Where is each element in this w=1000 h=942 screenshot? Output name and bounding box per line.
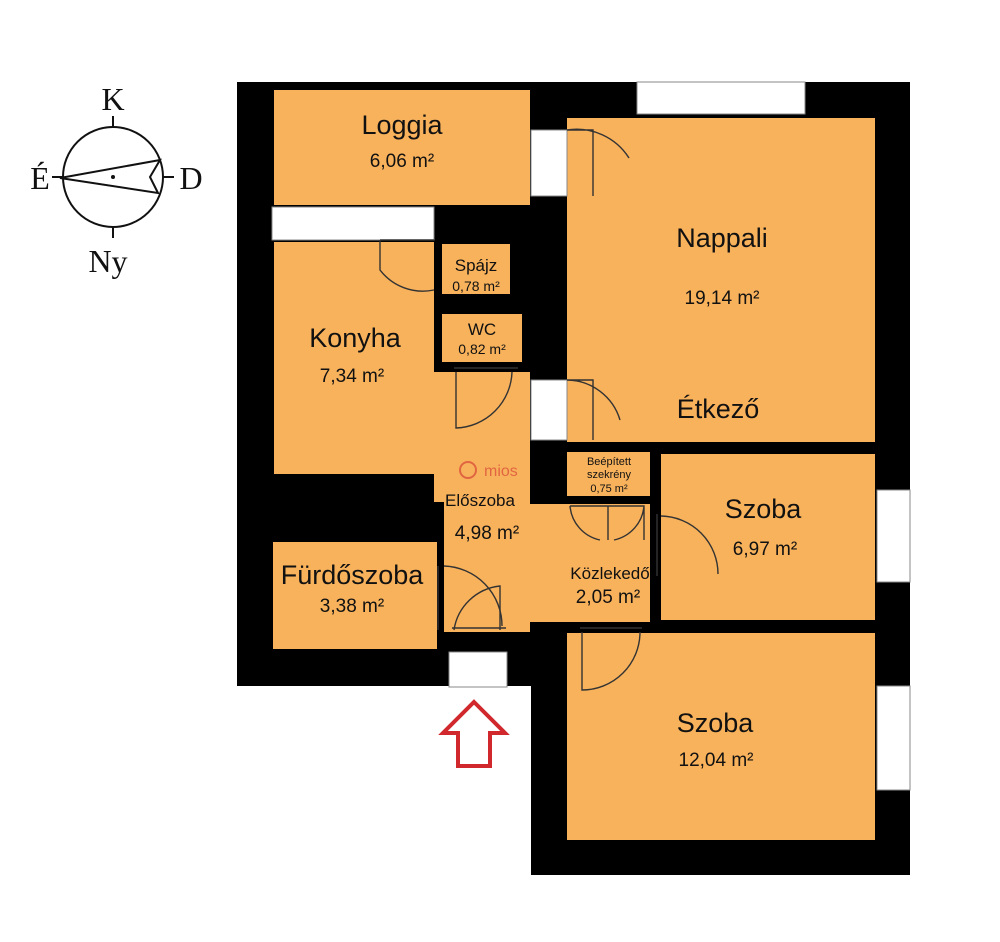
room-kozlekedo bbox=[530, 504, 650, 622]
window-szoba-1 bbox=[876, 489, 911, 583]
door-etkezo bbox=[566, 379, 621, 440]
compass-east: D bbox=[179, 160, 202, 196]
room-nappali bbox=[567, 118, 875, 442]
nappali-area: 19,14 m² bbox=[685, 288, 760, 309]
konyha-name: Konyha bbox=[309, 323, 402, 353]
kozlekedo-name: Közlekedő bbox=[570, 564, 649, 583]
compass-west: É bbox=[30, 160, 50, 196]
loggia-area: 6,06 m² bbox=[370, 151, 434, 172]
watermark-logo-icon bbox=[459, 461, 477, 479]
wc-name: WC bbox=[468, 320, 496, 339]
room-loggia bbox=[274, 90, 530, 205]
compass-needle-icon bbox=[59, 158, 162, 195]
room-beepitett bbox=[567, 452, 650, 496]
door-szoba-1 bbox=[656, 514, 719, 576]
furdoszoba-name: Fürdőszoba bbox=[281, 560, 425, 590]
room-labels: Loggia 6,06 m² Nappali 19,14 m² Étkező S… bbox=[281, 110, 803, 771]
door-beepitett bbox=[569, 505, 645, 541]
watermark: mios bbox=[459, 461, 518, 480]
entrance-arrow-icon bbox=[438, 699, 510, 768]
kozlekedo-area: 2,05 m² bbox=[576, 587, 640, 608]
spajz-area: 0,78 m² bbox=[452, 278, 500, 294]
eloszoba-name: Előszoba bbox=[445, 491, 515, 510]
spajz-name: Spájz bbox=[455, 256, 498, 275]
door-entrance bbox=[452, 585, 506, 631]
windows bbox=[271, 81, 911, 791]
szoba-1-area: 6,97 m² bbox=[733, 539, 797, 560]
door-furdoszoba bbox=[437, 565, 503, 630]
beepitett-name-2: szekrény bbox=[587, 469, 632, 481]
room-wc bbox=[442, 314, 522, 362]
compass-south: Ny bbox=[88, 243, 127, 279]
rooms bbox=[273, 90, 875, 840]
window-loggia bbox=[271, 206, 435, 241]
door-szoba-2 bbox=[580, 627, 642, 691]
entrance-threshold bbox=[448, 651, 508, 688]
window-loggia-door bbox=[530, 129, 568, 197]
etkezo-name: Étkező bbox=[677, 394, 760, 424]
furdoszoba-area: 3,38 m² bbox=[320, 596, 384, 617]
compass-north: K bbox=[101, 81, 124, 117]
window-nappali bbox=[636, 81, 806, 115]
door-loggia bbox=[566, 128, 630, 196]
szoba-1-name: Szoba bbox=[725, 494, 803, 524]
window-etkezo-door bbox=[530, 379, 568, 441]
szoba-2-name: Szoba bbox=[677, 708, 755, 738]
window-szoba-2 bbox=[876, 685, 911, 791]
loggia-name: Loggia bbox=[361, 110, 443, 140]
door-konyha bbox=[379, 239, 435, 292]
room-eloszoba bbox=[444, 450, 530, 632]
room-szoba-2 bbox=[567, 633, 875, 840]
room-szoba-1 bbox=[661, 454, 875, 620]
szoba-2-area: 12,04 m² bbox=[679, 750, 754, 771]
wc-area: 0,82 m² bbox=[458, 341, 506, 357]
beepitett-area: 0,75 m² bbox=[590, 483, 628, 495]
compass: K É D Ny bbox=[30, 81, 202, 279]
room-furdoszoba bbox=[273, 542, 437, 649]
doors bbox=[379, 128, 719, 691]
eloszoba-area: 4,98 m² bbox=[455, 523, 519, 544]
nappali-name: Nappali bbox=[676, 223, 768, 253]
watermark-text: mios bbox=[484, 463, 518, 480]
room-konyha bbox=[274, 242, 434, 474]
beepitett-name-1: Beépített bbox=[587, 456, 631, 468]
door-wc bbox=[454, 367, 518, 429]
konyha-area: 7,34 m² bbox=[320, 366, 384, 387]
room-spajz bbox=[442, 244, 510, 294]
